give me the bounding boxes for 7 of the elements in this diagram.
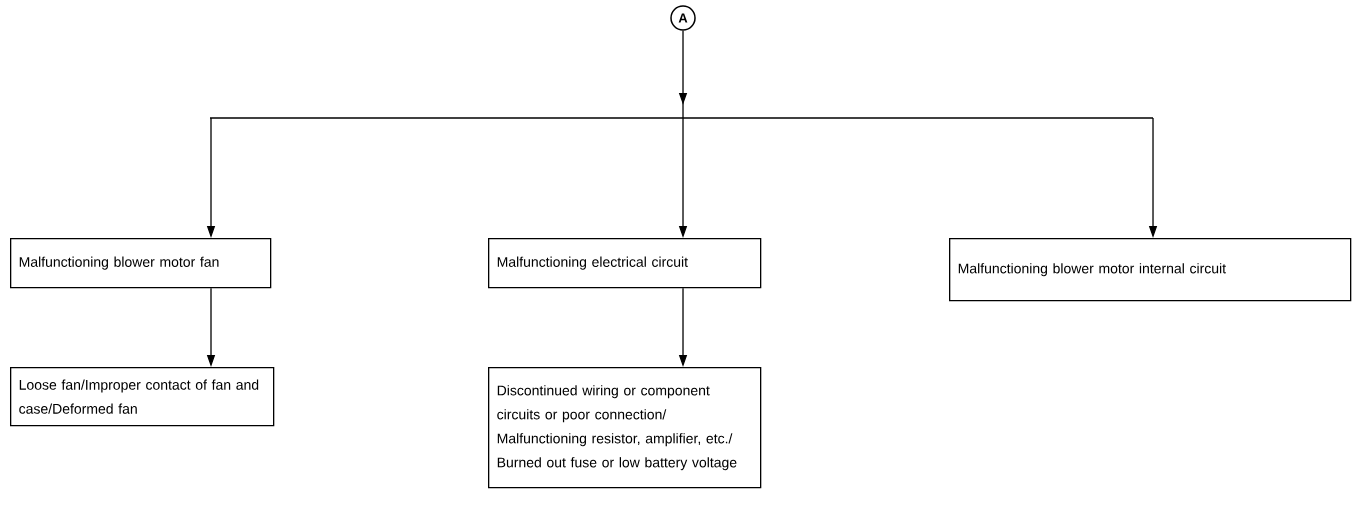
branch-line xyxy=(209,117,1154,119)
text-box: Discontinued wiring or component circuits or poor connection/ Malfunctioning resistor, amplifier, etc./ Burned out fuse or low battery voltage xyxy=(488,367,762,489)
text-box: Malfunctioning blower motor fan xyxy=(10,238,272,289)
text-box: Malfunctioning electrical circuit xyxy=(488,238,762,289)
text-box: Loose fan/Improper contact of fan and case/Deformed fan xyxy=(10,367,275,427)
circled-letter: A xyxy=(670,5,696,31)
text-box: Malfunctioning blower motor internal circuit xyxy=(949,238,1352,302)
